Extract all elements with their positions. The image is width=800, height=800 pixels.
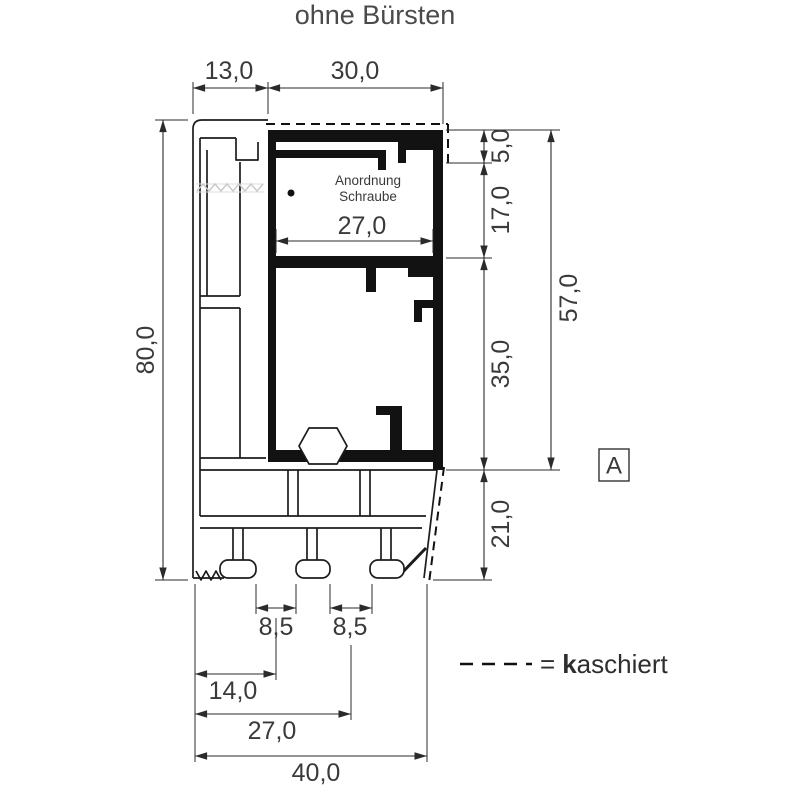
ext-foot-gaps: [255, 584, 373, 614]
alu-bottom-bar: [268, 450, 443, 462]
dim-label-27-bottom: 27,0: [248, 717, 297, 745]
alu-top-right-flange: [398, 142, 433, 150]
alu-top-bar: [268, 130, 443, 142]
alu-inner-top-bar: [276, 150, 386, 158]
detail-marker-box: A: [598, 448, 630, 482]
alu-small-hook-horizontal: [414, 300, 433, 308]
foot-pad-right: [369, 559, 405, 579]
extension-lines: [155, 82, 560, 762]
legend-key-rest: aschiert: [577, 649, 669, 679]
serration-marks: [195, 570, 222, 581]
kaschiert-dashed-lines: [266, 123, 449, 584]
dim-label-17: 17,0: [487, 186, 515, 235]
dim-label-13: 13,0: [205, 57, 254, 85]
screw-position-dot: [287, 189, 295, 197]
foot-pad-middle: [295, 559, 331, 579]
aluminum-profile: [268, 130, 443, 470]
dim-label-14: 14,0: [209, 677, 258, 705]
ext-bottom: [194, 584, 428, 762]
dim-label-8-5-left: 8,5: [259, 613, 294, 641]
gasket-hatch: [196, 182, 264, 193]
alu-inner-top-hook: [378, 158, 386, 170]
dim-label-40: 40,0: [292, 759, 341, 787]
alu-middle-bar: [276, 256, 443, 268]
dim-label-5: 5,0: [487, 129, 515, 164]
dim-label-57: 57,0: [555, 274, 583, 323]
pvc-mid-bridge: [200, 295, 240, 309]
legend-key-bold: k: [562, 649, 577, 679]
kaschiert-dash-slant: [428, 466, 445, 584]
pvc-base-webs: [287, 470, 371, 516]
legend-equals: =: [540, 649, 555, 679]
alu-bottom-hook-vertical: [390, 406, 402, 452]
dim-label-8-5-right: 8,5: [333, 613, 368, 641]
pvc-profile: [192, 119, 438, 581]
alu-right-wall: [433, 130, 443, 470]
alu-small-hook-vertical: [414, 308, 422, 322]
legend-text: =kaschiert: [540, 649, 668, 679]
pvc-outer-contour: [192, 119, 268, 578]
dim-label-27-inner: 27,0: [338, 212, 387, 240]
detail-marker-frame: [598, 448, 630, 482]
alu-bottom-hook-foot: [376, 406, 392, 415]
foot-pads: [219, 559, 405, 579]
pvc-right-slant-edge: [423, 469, 438, 579]
foot-pad-left: [219, 559, 257, 579]
alu-middle-right-step: [408, 268, 433, 277]
dim-label-80: 80,0: [132, 326, 160, 375]
dim-label-30: 30,0: [331, 57, 380, 85]
dim-label-21: 21,0: [487, 500, 515, 549]
annotation-line1: Anordnung: [335, 173, 401, 188]
alu-left-wall: [268, 130, 276, 460]
alu-top-right-lip: [398, 150, 406, 163]
dim-label-35: 35,0: [487, 340, 515, 389]
annotation-line2: Schraube: [339, 189, 397, 204]
clip-hexagon: [298, 427, 348, 465]
pvc-foot-stems: [232, 528, 392, 562]
alu-middle-hook: [366, 268, 376, 292]
pvc-base-horizontal-wall: [200, 515, 426, 529]
ext-right: [433, 129, 560, 581]
drawing-title: ohne Bürsten: [295, 0, 456, 30]
detail-marker-label: A: [606, 453, 622, 480]
pvc-top-hook: [235, 138, 259, 161]
dimension-lines: [159, 84, 555, 760]
legend: =kaschiert: [460, 649, 668, 679]
